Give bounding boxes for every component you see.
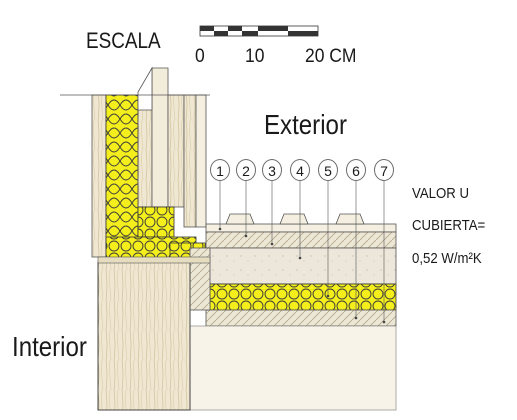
layer-marker-7: 7 <box>374 159 394 181</box>
cladding-1 <box>167 94 185 208</box>
roof-insulation <box>209 283 397 311</box>
scale-tick-20: 20 CM <box>305 46 357 67</box>
exterior-label: Exterior <box>264 109 347 140</box>
scale-bar <box>199 25 319 37</box>
layer-marker-4: 4 <box>290 159 310 181</box>
ceiling-board <box>189 325 397 411</box>
layer-marker-1: 1 <box>210 159 230 181</box>
interior-label: Interior <box>12 331 87 362</box>
scale-tick-10: 10 <box>245 46 265 67</box>
roof-top-finish <box>205 223 397 233</box>
layer-marker-3: 3 <box>262 159 282 181</box>
u-value-label: VALOR U <box>412 185 469 202</box>
layer-marker-5: 5 <box>318 159 338 181</box>
wall-board-left <box>91 94 107 258</box>
wall-insulation <box>105 94 139 246</box>
cladding-2 <box>183 94 197 228</box>
wall-board-right <box>137 94 153 208</box>
timber-beam <box>97 261 191 411</box>
layer-leader-lines <box>219 181 385 322</box>
eave-board <box>151 67 169 208</box>
scale-tick-0: 0 <box>195 46 205 67</box>
roof-slab <box>205 247 397 285</box>
layer-marker-6: 6 <box>346 159 366 181</box>
cladding-3 <box>195 94 207 228</box>
roof-deck <box>205 231 397 249</box>
roof-battens <box>225 213 365 225</box>
u-value-subject: CUBIERTA= <box>412 217 486 234</box>
roof-membrane <box>205 309 397 327</box>
insulation-step-1 <box>137 206 175 238</box>
scale-title: ESCALA <box>86 28 161 53</box>
beam-cap <box>97 256 211 264</box>
u-value-number: 0,52 W/m²K <box>412 250 482 267</box>
layer-marker-2: 2 <box>236 159 256 181</box>
